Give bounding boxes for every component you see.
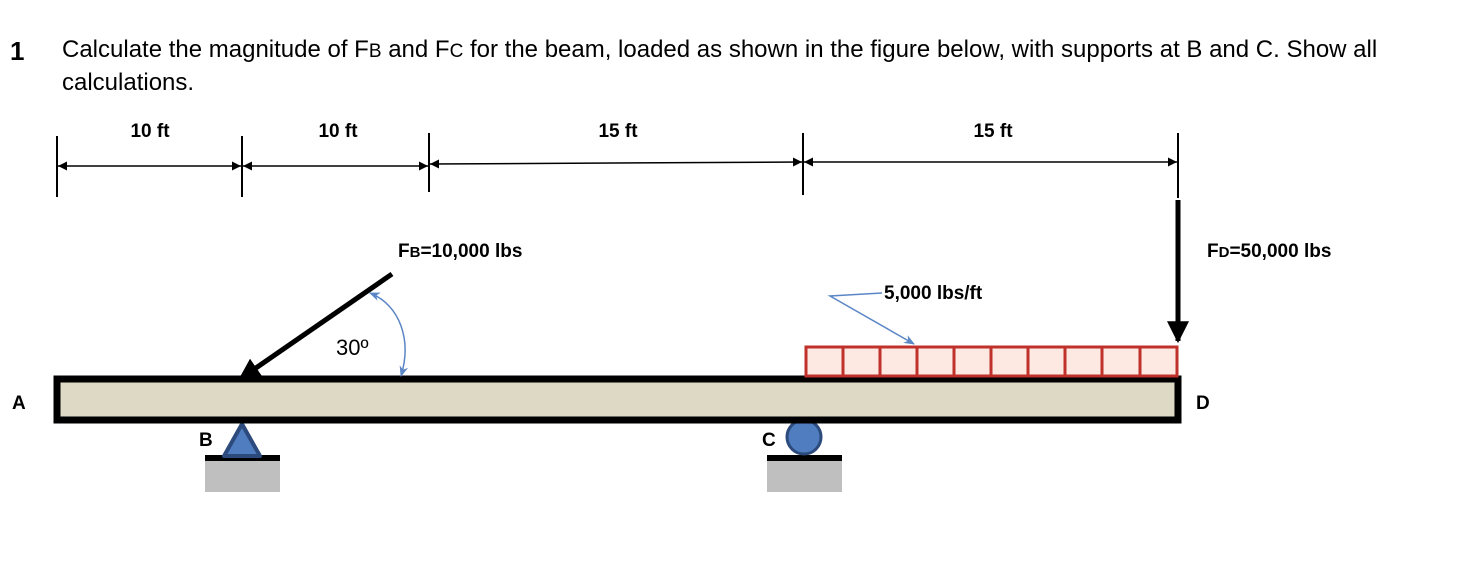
- distributed-load-leader: [827, 292, 915, 345]
- fb-subscript: B: [368, 41, 382, 62]
- question-text: Calculate the magnitude of FB and FC for…: [62, 34, 1442, 98]
- dim-label-4: 15 ft: [973, 121, 1013, 142]
- dimension-lines: [58, 157, 1177, 171]
- force-fb-sub: B: [410, 244, 421, 261]
- beam: [53, 375, 1182, 424]
- dim-label-2: 10 ft: [318, 121, 358, 142]
- force-fb-label: FB=10,000 lbs: [398, 241, 522, 262]
- dim-label-3: 15 ft: [598, 121, 638, 142]
- force-fd-sub: D: [1219, 244, 1230, 261]
- ground-block-b: [205, 460, 280, 492]
- dim-line-3: [429, 157, 803, 169]
- force-fd-f: F: [1207, 241, 1219, 262]
- distributed-load-label: 5,000 lbs/ft: [884, 283, 983, 304]
- dim-label-1: 10 ft: [130, 121, 170, 142]
- dimension-ticks: [56, 133, 1179, 198]
- angle-arc: [368, 292, 409, 378]
- point-label-d: D: [1196, 393, 1210, 414]
- angle-label: 30º: [336, 335, 369, 360]
- force-fb-arrow: [238, 271, 394, 382]
- fc-subscript: C: [449, 41, 464, 62]
- pin-support-b: [222, 422, 262, 458]
- force-fd-value: =50,000 lbs: [1229, 241, 1331, 262]
- question-text-part2: and F: [381, 36, 450, 63]
- ground-line-c: [767, 455, 842, 461]
- ground-block-c: [767, 460, 842, 492]
- roller-support-c: [785, 418, 823, 456]
- point-label-c: C: [762, 430, 776, 451]
- force-fd-label: FD=50,000 lbs: [1207, 241, 1331, 262]
- question-text-part1: Calculate the magnitude of F: [62, 36, 369, 63]
- question-text-part3: for the beam, loaded as shown in the fig…: [62, 36, 1378, 96]
- distributed-load: [804, 345, 1179, 378]
- force-fb-f: F: [398, 241, 410, 262]
- point-label-b: B: [199, 430, 213, 451]
- point-label-a: A: [12, 393, 26, 414]
- force-fb-value: =10,000 lbs: [420, 241, 522, 262]
- question-number: 1: [10, 36, 25, 66]
